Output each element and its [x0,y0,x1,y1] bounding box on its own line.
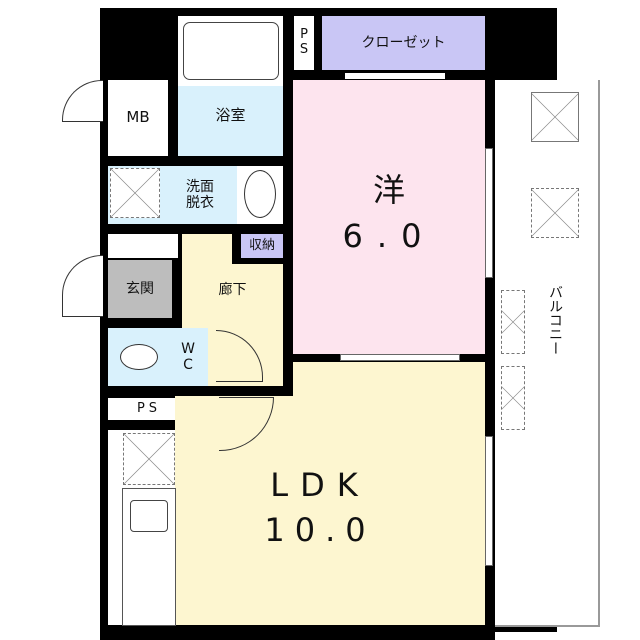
evacuation-hatch [501,290,525,354]
bathroom-label: 浴室 [215,106,246,125]
entrance [108,260,172,318]
ps-bottom-label: PS [136,400,162,416]
western-room-size: 6.0 [342,216,436,255]
kitchen-counter [122,488,176,626]
window [485,436,493,566]
exterior [557,8,600,80]
western-room-name: 洋 [372,170,405,209]
bathtub-area [178,16,283,86]
window [485,148,493,278]
closet-door [345,73,445,79]
sink-icon [130,500,168,532]
hallway-label: 廊下 [218,281,247,298]
ps-top-label: P S [299,27,309,57]
ps-bottom [108,398,190,420]
washbasin-bowl [244,170,276,218]
wc-label: W C [181,340,195,373]
ldk [293,362,485,625]
entrance-door [62,255,103,317]
outdoor-unit [531,92,579,142]
refrigerator-space [123,433,175,485]
mb-label: MB [126,108,150,127]
ps-top [294,16,314,70]
western-room [293,80,485,354]
wall [108,420,175,430]
storage-label: 収納 [248,237,275,253]
closet-label: クローゼット [361,34,446,51]
washroom-label: 洗面 脱衣 [186,178,214,211]
storage [241,234,283,258]
mb-door [62,80,103,122]
entrance-step [108,234,178,258]
balcony-label: バルコニー [547,285,564,355]
mb [108,80,168,156]
ldk-size: 10.0 [264,510,376,549]
evacuation-hatch [501,366,525,430]
bathtub [183,22,279,80]
exterior [495,632,605,640]
ldk-name: LDK [270,465,370,504]
washing-machine-space [110,168,160,218]
toilet-icon [120,344,158,370]
sliding-door [340,354,460,361]
entrance-label: 玄関 [126,280,154,297]
closet [322,16,485,70]
bathroom [178,86,283,156]
outdoor-unit [531,188,579,238]
